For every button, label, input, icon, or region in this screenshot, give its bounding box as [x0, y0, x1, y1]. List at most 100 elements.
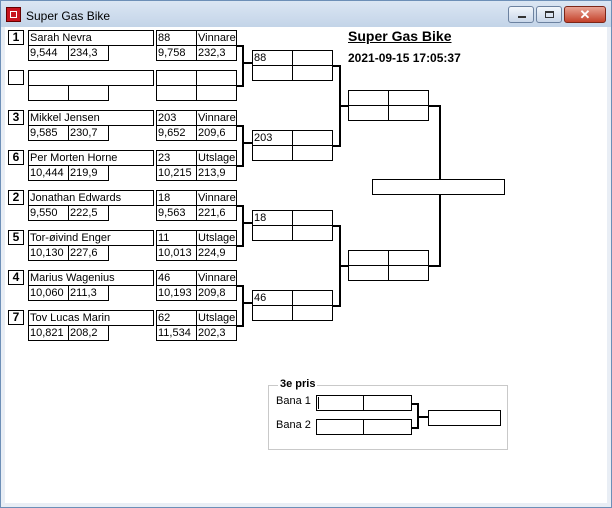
speed-field[interactable]: 222,5 [68, 205, 109, 221]
reaction-time-field[interactable]: 9,585 [28, 125, 69, 141]
speed-field[interactable]: 209,6 [196, 125, 237, 141]
round2-status-field[interactable] [292, 130, 333, 146]
reaction-time-field[interactable]: 10,821 [28, 325, 69, 341]
round2-time-field[interactable] [252, 145, 293, 161]
elapsed-time-field[interactable]: 9,652 [156, 125, 197, 141]
round2-time-field[interactable] [252, 65, 293, 81]
final-winner-field[interactable] [372, 179, 505, 195]
semifinal-status-field[interactable] [388, 250, 429, 266]
racer-number-field[interactable]: 88 [156, 30, 197, 46]
round2-speed-field[interactable] [292, 225, 333, 241]
speed-field[interactable]: 224,9 [196, 245, 237, 261]
reaction-time-field[interactable]: 10,060 [28, 285, 69, 301]
speed-field[interactable]: 230,7 [68, 125, 109, 141]
result-status-field[interactable]: Utslagen [196, 150, 237, 166]
racer-number-field[interactable]: 23 [156, 150, 197, 166]
seed-box[interactable]: 7 [8, 310, 24, 325]
speed-field[interactable]: 232,3 [196, 45, 237, 61]
speed-field[interactable]: 208,2 [68, 325, 109, 341]
seed-box[interactable]: 2 [8, 190, 24, 205]
speed-field[interactable]: 219,9 [68, 165, 109, 181]
title-bar[interactable]: Super Gas Bike ✕ [1, 1, 611, 27]
third-place-winner-field[interactable] [428, 410, 501, 426]
result-status-field[interactable]: Vinnare [196, 110, 237, 126]
seed-box[interactable]: 4 [8, 270, 24, 285]
bracket-line [237, 245, 243, 247]
round2-status-field[interactable] [292, 290, 333, 306]
semifinal-time-field[interactable] [348, 105, 389, 121]
seed-box[interactable]: 5 [8, 230, 24, 245]
result-status-field[interactable]: Utslagen [196, 230, 237, 246]
round2-speed-field[interactable] [292, 305, 333, 321]
speed-field[interactable] [196, 85, 237, 101]
round2-speed-field[interactable] [292, 65, 333, 81]
page-title: Super Gas Bike [348, 28, 452, 44]
round2-number-field[interactable]: 46 [252, 290, 293, 306]
seed-box[interactable]: 3 [8, 110, 24, 125]
racer-number-field[interactable]: 18 [156, 190, 197, 206]
semifinal-number-field[interactable] [348, 90, 389, 106]
reaction-time-field[interactable]: 9,550 [28, 205, 69, 221]
speed-field[interactable]: 227,6 [68, 245, 109, 261]
minimize-button[interactable] [508, 6, 534, 23]
result-status-field[interactable]: Vinnare [196, 270, 237, 286]
speed-field[interactable]: 202,3 [196, 325, 237, 341]
racer-number-field[interactable]: 46 [156, 270, 197, 286]
racer-number-field[interactable]: 62 [156, 310, 197, 326]
racer-number-field[interactable] [156, 70, 197, 86]
round2-status-field[interactable] [292, 210, 333, 226]
seed-box[interactable]: 6 [8, 150, 24, 165]
semifinal-speed-field[interactable] [388, 105, 429, 121]
semifinal-time-field[interactable] [348, 265, 389, 281]
speed-field[interactable]: 234,3 [68, 45, 109, 61]
speed-field[interactable]: 213,9 [196, 165, 237, 181]
elapsed-time-field[interactable]: 10,013 [156, 245, 197, 261]
semifinal-speed-field[interactable] [388, 265, 429, 281]
racer-name-field[interactable]: Per Morten Horne [28, 150, 154, 166]
racer-number-field[interactable]: 203 [156, 110, 197, 126]
third-lane1-result-field[interactable] [363, 395, 412, 411]
round2-speed-field[interactable] [292, 145, 333, 161]
reaction-time-field[interactable]: 10,444 [28, 165, 69, 181]
racer-name-field[interactable]: Mikkel Jensen [28, 110, 154, 126]
semifinal-number-field[interactable] [348, 250, 389, 266]
seed-box[interactable]: 1 [8, 30, 24, 45]
result-status-field[interactable]: Vinnare [196, 190, 237, 206]
elapsed-time-field[interactable]: 10,193 [156, 285, 197, 301]
maximize-button[interactable] [536, 6, 562, 23]
round2-time-field[interactable] [252, 305, 293, 321]
racer-name-field[interactable]: Sarah Nevra [28, 30, 154, 46]
racer-name-field[interactable]: Tor-øivind Enger [28, 230, 154, 246]
result-status-field[interactable]: Vinnare [196, 30, 237, 46]
elapsed-time-field[interactable]: 9,563 [156, 205, 197, 221]
reaction-time-field[interactable]: 9,544 [28, 45, 69, 61]
speed-field[interactable] [68, 85, 109, 101]
round2-number-field[interactable]: 88 [252, 50, 293, 66]
result-status-field[interactable]: Utslagen [196, 310, 237, 326]
round2-number-field[interactable]: 203 [252, 130, 293, 146]
racer-name-field[interactable]: Tov Lucas Marin [28, 310, 154, 326]
round2-time-field[interactable] [252, 225, 293, 241]
racer-name-field[interactable]: Jonathan Edwards [28, 190, 154, 206]
racer-name-field[interactable] [28, 70, 154, 86]
bracket-line [340, 105, 348, 107]
seed-box[interactable] [8, 70, 24, 85]
racer-number-field[interactable]: 11 [156, 230, 197, 246]
elapsed-time-field[interactable]: 10,215 [156, 165, 197, 181]
racer-name-field[interactable]: Marius Wagenius [28, 270, 154, 286]
speed-field[interactable]: 221,6 [196, 205, 237, 221]
elapsed-time-field[interactable] [156, 85, 197, 101]
speed-field[interactable]: 211,3 [68, 285, 109, 301]
semifinal-status-field[interactable] [388, 90, 429, 106]
close-button[interactable]: ✕ [564, 6, 606, 23]
elapsed-time-field[interactable]: 9,758 [156, 45, 197, 61]
reaction-time-field[interactable] [28, 85, 69, 101]
third-lane2-result-field[interactable] [363, 419, 412, 435]
reaction-time-field[interactable]: 10,130 [28, 245, 69, 261]
result-status-field[interactable] [196, 70, 237, 86]
round2-number-field[interactable]: 18 [252, 210, 293, 226]
elapsed-time-field[interactable]: 11,534 [156, 325, 197, 341]
round2-status-field[interactable] [292, 50, 333, 66]
speed-field[interactable]: 209,8 [196, 285, 237, 301]
